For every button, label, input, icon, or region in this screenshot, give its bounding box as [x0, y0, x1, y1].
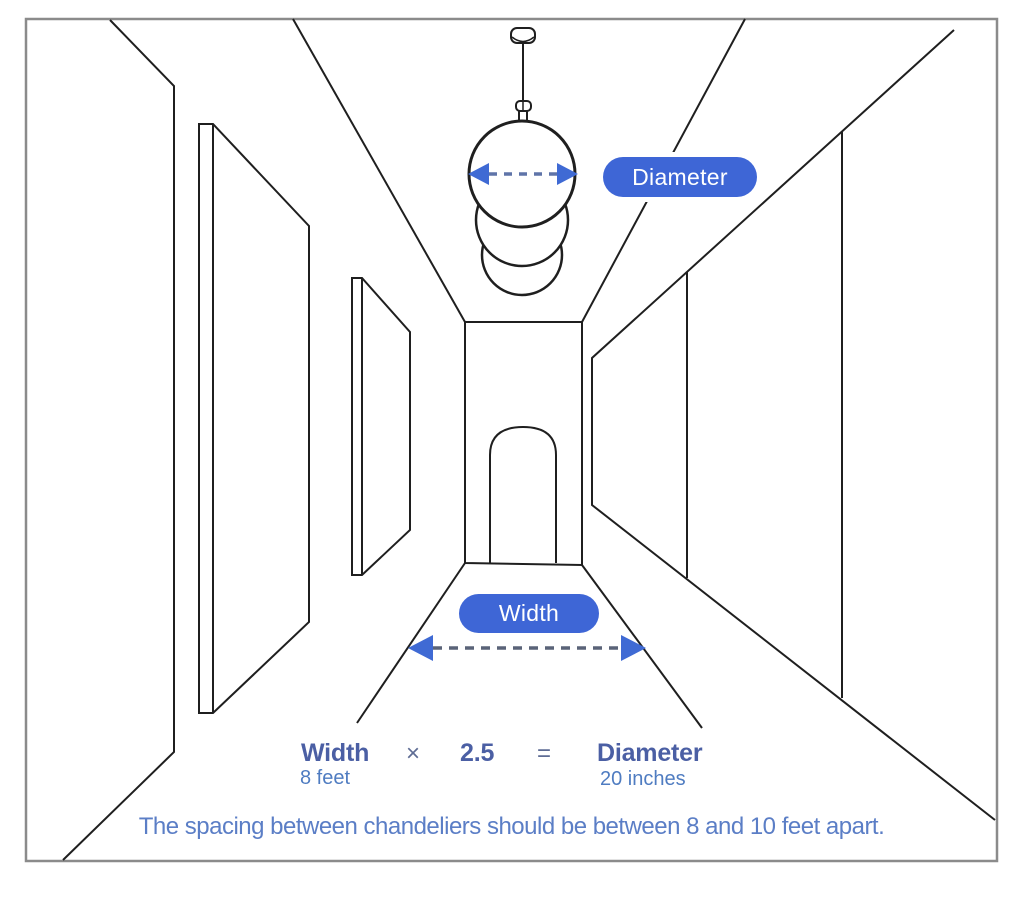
width-badge: Width: [459, 594, 599, 633]
outer-frame: [24, 17, 999, 863]
diameter-badge: Diameter: [603, 157, 757, 197]
width-arrow-icon: [408, 635, 646, 661]
left-near-wall-edge: [62, 19, 175, 861]
width-badge-label: Width: [498, 600, 560, 626]
left-wall-panel-small: [351, 277, 411, 576]
left-floor-junction: [356, 562, 466, 724]
arched-doorway: [489, 425, 557, 563]
back-wall: [464, 321, 583, 567]
formula-diameter-term: Diameter: [597, 739, 703, 767]
chandelier: [467, 27, 577, 297]
formula-times-operator: ×: [406, 740, 421, 767]
canopy-rim: [511, 36, 535, 43]
formula-width-term: Width: [301, 739, 370, 767]
formula-width-subtext: 8 feet: [300, 767, 351, 789]
formula-multiplier: 2.5: [460, 739, 495, 767]
left-wall-panel-large: [198, 123, 310, 714]
diameter-arrow-icon: [468, 163, 578, 185]
spacing-note: The spacing between chandeliers should b…: [138, 813, 885, 840]
formula-equals-operator: =: [537, 740, 552, 767]
right-wall-edge: [591, 29, 996, 821]
formula-diameter-subtext: 20 inches: [600, 768, 686, 790]
left-ceiling-junction: [292, 18, 466, 323]
diameter-badge-label: Diameter: [632, 163, 728, 190]
